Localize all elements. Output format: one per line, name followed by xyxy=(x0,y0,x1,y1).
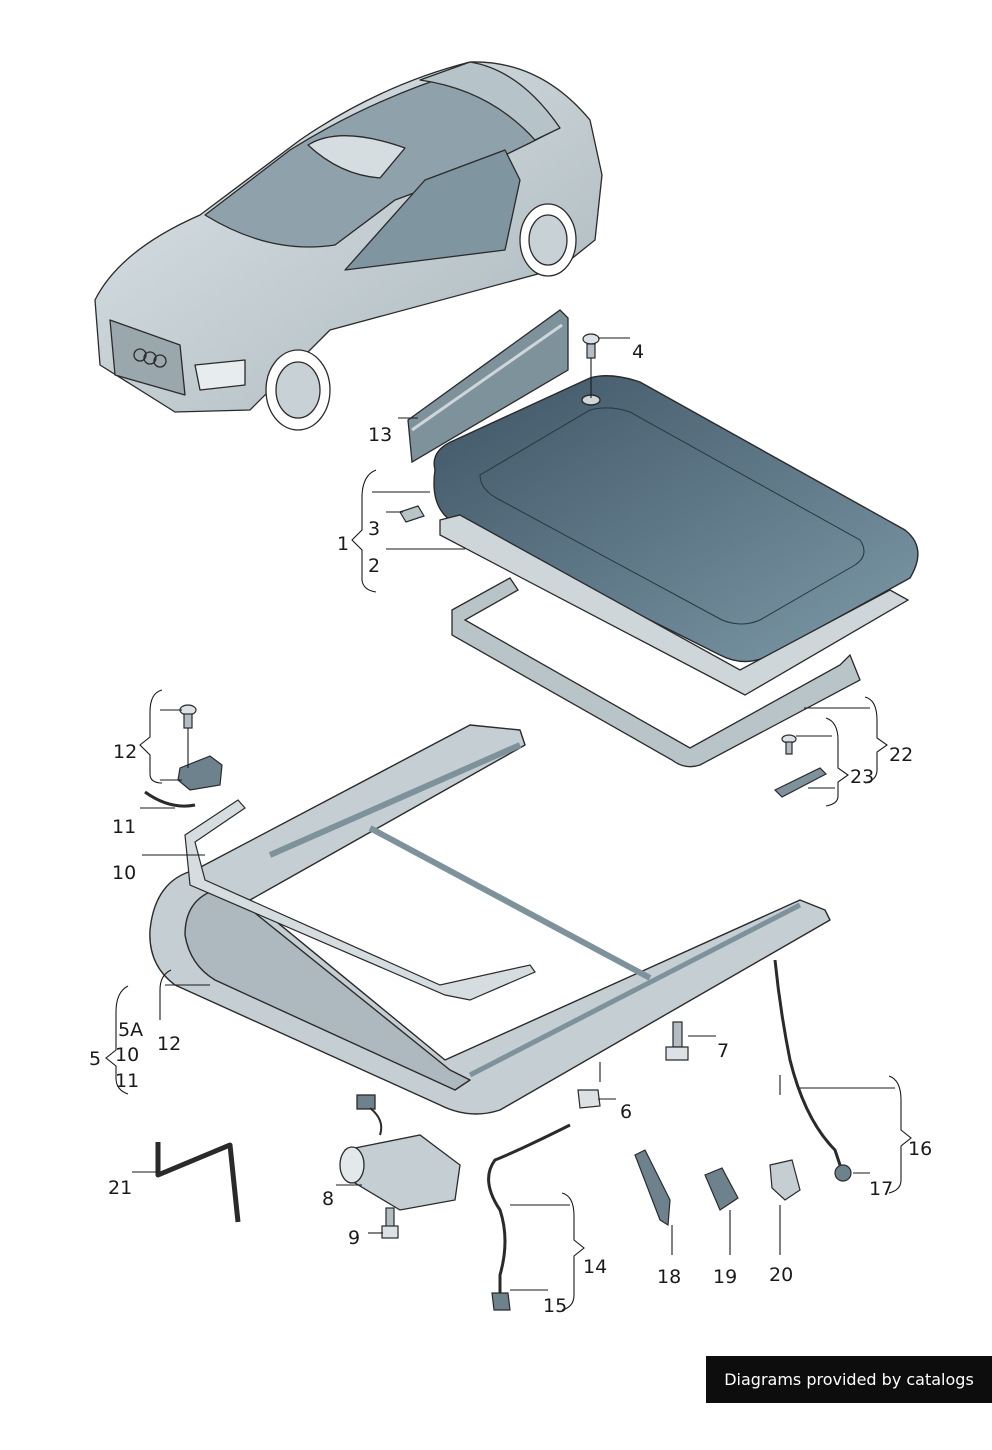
callout-12-top: 12 xyxy=(113,741,138,763)
part-2-seal xyxy=(439,514,910,696)
car-illustration xyxy=(94,61,603,431)
callout-17: 17 xyxy=(869,1178,894,1200)
callout-9: 9 xyxy=(348,1227,361,1249)
callout-11: 11 xyxy=(112,816,137,838)
part-14-hose xyxy=(487,1123,571,1295)
part-13-wind-deflector xyxy=(407,309,569,464)
callout-2: 2 xyxy=(368,555,381,577)
catalog-watermark: Diagrams provided by catalogs parts xyxy=(706,1356,992,1436)
callout-6: 6 xyxy=(620,1101,633,1123)
part-6-nut xyxy=(577,1089,601,1109)
callout-4: 4 xyxy=(632,341,645,363)
part-18-clip xyxy=(634,1149,671,1227)
part-16-hose xyxy=(773,959,842,1166)
callout-16: 16 xyxy=(908,1138,933,1160)
callout-5-11: 11 xyxy=(115,1070,140,1092)
callout-5: 5 xyxy=(89,1048,102,1070)
callout-21: 21 xyxy=(108,1177,133,1199)
part-11-hose xyxy=(144,790,196,808)
callout-8: 8 xyxy=(322,1188,335,1210)
part-21-rod xyxy=(155,1142,241,1223)
callout-5A: 5A xyxy=(118,1019,144,1041)
callout-12-bottom: 12 xyxy=(157,1033,182,1055)
callout-10: 10 xyxy=(112,862,137,884)
part-4-screw xyxy=(582,333,600,359)
callout-7: 7 xyxy=(717,1040,730,1062)
callout-18: 18 xyxy=(657,1266,682,1288)
part-9-screw xyxy=(381,1207,399,1239)
part-23-guide xyxy=(773,734,828,798)
leader-lines xyxy=(105,337,912,1311)
sunroof-exploded-diagram xyxy=(94,61,919,1311)
callout-22: 22 xyxy=(889,744,914,766)
part-15-connector xyxy=(491,1292,511,1311)
callout-15: 15 xyxy=(543,1295,568,1317)
callout-1: 1 xyxy=(337,533,350,555)
callout-3: 3 xyxy=(368,518,381,540)
callout-19: 19 xyxy=(713,1266,738,1288)
part-20-clip xyxy=(769,1159,801,1201)
part-3-clip xyxy=(399,505,425,523)
callout-20: 20 xyxy=(769,1264,794,1286)
sunroof-frame xyxy=(149,724,831,1115)
part-17-fitting xyxy=(834,1164,852,1182)
part-7-bolt xyxy=(665,1021,689,1061)
part-8-motor xyxy=(339,1094,461,1211)
part-10-drain-hose xyxy=(184,799,536,1001)
callout-23: 23 xyxy=(850,766,875,788)
part-12-bracket xyxy=(177,704,223,791)
callout-14: 14 xyxy=(583,1256,608,1278)
callout-5-10: 10 xyxy=(115,1044,140,1066)
callout-13: 13 xyxy=(368,424,393,446)
part-19-clip xyxy=(704,1167,739,1211)
part-22-trim-frame xyxy=(451,577,861,768)
